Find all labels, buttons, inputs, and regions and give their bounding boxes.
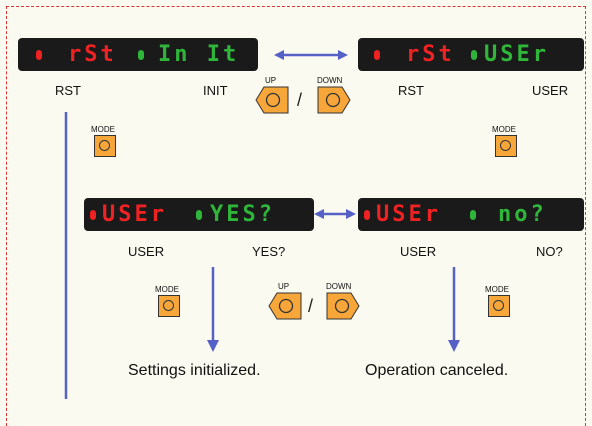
mode-button-label: MODE bbox=[155, 285, 179, 294]
label-yes: YES? bbox=[252, 244, 286, 259]
label-user: USER bbox=[128, 244, 165, 259]
slash-separator: / bbox=[297, 90, 303, 110]
mode-button-label: MODE bbox=[492, 125, 516, 134]
display-user-yes: USEr YES? bbox=[84, 198, 314, 231]
mode-button[interactable] bbox=[158, 295, 180, 317]
led-indicator bbox=[138, 50, 144, 60]
up-button[interactable] bbox=[269, 293, 301, 319]
display-right-text: In It bbox=[158, 42, 240, 67]
up-button[interactable] bbox=[256, 87, 288, 113]
label-rst: RST bbox=[55, 83, 81, 98]
caption-operation-canceled: Operation canceled. bbox=[365, 362, 509, 379]
led-indicator bbox=[471, 50, 477, 60]
mode-button-label: MODE bbox=[485, 285, 509, 294]
display-user-no: USEr no? bbox=[358, 198, 584, 231]
slash-separator: / bbox=[308, 296, 314, 316]
led-indicator bbox=[364, 210, 370, 220]
display-rst-user: rSt USEr bbox=[358, 38, 584, 71]
mode-button-label: MODE bbox=[91, 125, 115, 134]
led-indicator bbox=[90, 210, 96, 220]
label-user: USER bbox=[400, 244, 437, 259]
caption-settings-initialized: Settings initialized. bbox=[128, 362, 261, 379]
display-right-text: YES? bbox=[210, 202, 275, 227]
down-button-label: DOWN bbox=[326, 282, 352, 291]
label-init: INIT bbox=[203, 83, 228, 98]
mode-button[interactable] bbox=[495, 135, 517, 157]
led-indicator bbox=[374, 50, 380, 60]
led-indicator bbox=[36, 50, 42, 60]
display-left-text: USEr bbox=[376, 202, 441, 227]
led-indicator bbox=[196, 210, 202, 220]
label-rst: RST bbox=[398, 83, 424, 98]
label-no: NO? bbox=[536, 244, 563, 259]
up-button-label: UP bbox=[278, 282, 290, 291]
down-button[interactable] bbox=[327, 293, 359, 319]
display-right-text: USEr bbox=[484, 42, 549, 67]
display-right-text: no? bbox=[498, 202, 547, 227]
mode-button[interactable] bbox=[94, 135, 116, 157]
dashed-frame bbox=[6, 6, 586, 426]
down-button[interactable] bbox=[318, 87, 350, 113]
mode-button[interactable] bbox=[488, 295, 510, 317]
led-indicator bbox=[470, 210, 476, 220]
up-button-label: UP bbox=[265, 76, 277, 85]
display-left-text: rSt bbox=[406, 42, 455, 67]
display-rst-init: rSt In It bbox=[18, 38, 258, 71]
label-user: USER bbox=[532, 83, 569, 98]
display-left-text: USEr bbox=[102, 202, 167, 227]
display-left-text: rSt bbox=[68, 42, 117, 67]
down-button-label: DOWN bbox=[317, 76, 343, 85]
flow-arrows bbox=[64, 50, 460, 399]
